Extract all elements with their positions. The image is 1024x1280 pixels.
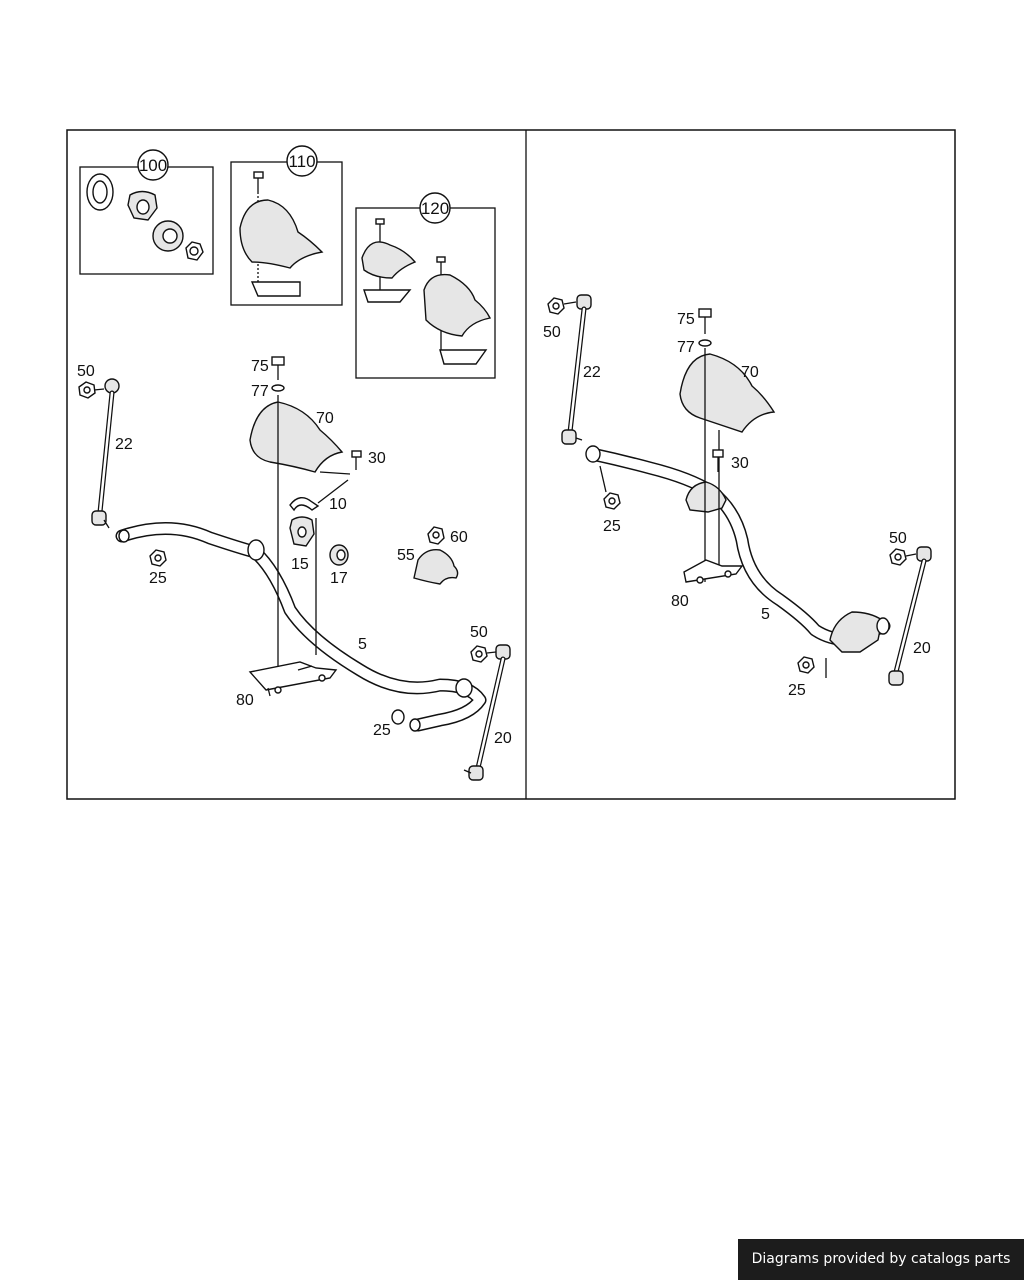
label-70-right: 70: [741, 364, 759, 381]
kit-box-100: 100: [79, 149, 214, 275]
label-22: 22: [115, 436, 133, 453]
label-50: 50: [77, 363, 95, 380]
heat-shield-assembly-right: [679, 308, 776, 582]
label-77: 77: [251, 383, 269, 400]
label-5-right: 5: [761, 606, 770, 623]
bushing-17: [329, 544, 349, 566]
label-10: 10: [329, 496, 347, 513]
label-20: 20: [494, 730, 512, 747]
left-panel: 100 110 120: [77, 145, 512, 781]
bushing-15: [289, 516, 315, 547]
kit-box-120: 120: [355, 192, 496, 379]
kit-box-110: 110: [230, 145, 343, 306]
bracket-80: [248, 661, 338, 697]
label-77-right: 77: [677, 339, 695, 356]
label-20-right: 20: [913, 640, 931, 657]
label-25: 25: [149, 570, 167, 587]
label-70: 70: [316, 410, 334, 427]
nut-25-upper: [149, 549, 167, 567]
label-50-lower-right: 50: [889, 530, 907, 547]
kit-label-100: 100: [139, 156, 167, 175]
label-25-lower-right: 25: [788, 682, 806, 699]
kit-label-120: 120: [421, 199, 449, 218]
label-75: 75: [251, 358, 269, 375]
nut-60: [427, 526, 445, 545]
stabilizer-link-20: [463, 644, 511, 781]
bracket-80-right: [683, 559, 744, 584]
label-55: 55: [397, 547, 415, 564]
label-80: 80: [236, 692, 254, 709]
label-50-right: 50: [543, 324, 561, 341]
label-80-right: 80: [671, 593, 689, 610]
heat-shield-assembly: [249, 356, 362, 690]
label-15: 15: [291, 556, 309, 573]
kit-label-110: 110: [288, 152, 315, 171]
label-17: 17: [330, 570, 348, 587]
stabilizer-link-22: [78, 378, 120, 529]
diagram-frame: [66, 129, 956, 800]
label-25-lower: 25: [373, 722, 391, 739]
stabilizer-bar-5-right: [585, 445, 891, 653]
clamp-10: [289, 497, 320, 512]
nut-25-lower-right: [797, 656, 827, 678]
stabilizer-link-22-right: [547, 294, 592, 445]
stabilizer-link-20-right: [888, 546, 932, 686]
nut-25-lower: [391, 709, 405, 725]
label-5: 5: [358, 636, 367, 653]
label-25-right: 25: [603, 518, 621, 535]
label-30: 30: [368, 450, 386, 467]
label-60: 60: [450, 529, 468, 546]
credit-banner: Diagrams provided by catalogs parts: [738, 1239, 1024, 1280]
label-50-lower: 50: [470, 624, 488, 641]
right-panel: 50 22 75 77 70 30 25 80 5 50 20 25: [543, 294, 932, 699]
label-75-right: 75: [677, 311, 695, 328]
stabilizer-bar-5: [115, 522, 487, 732]
label-22-right: 22: [583, 364, 601, 381]
label-30-right: 30: [731, 455, 749, 472]
nut-25-upper-right: [599, 465, 621, 510]
shield-55: [413, 549, 459, 585]
